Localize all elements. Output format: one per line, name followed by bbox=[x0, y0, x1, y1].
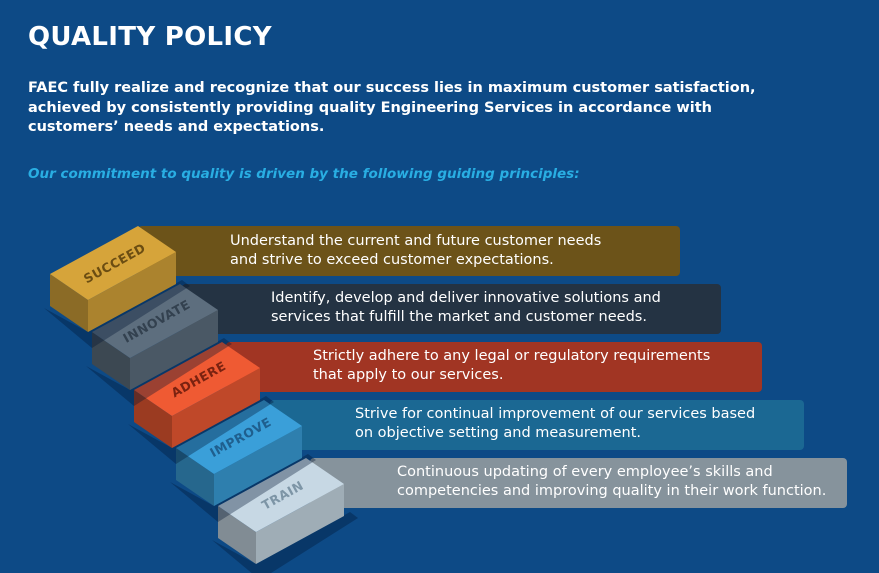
principles-subtitle: Our commitment to quality is driven by t… bbox=[28, 166, 580, 182]
principle-text-line: Understand the current and future custom… bbox=[230, 233, 602, 249]
step-side-face bbox=[218, 506, 256, 564]
step-side-face bbox=[134, 390, 172, 448]
step-front-face bbox=[256, 484, 344, 564]
step-shadow bbox=[44, 280, 190, 348]
step-top-face bbox=[218, 458, 344, 532]
principle-text-line: competencies and improving quality in th… bbox=[397, 483, 827, 499]
step-side-face bbox=[176, 448, 214, 506]
step-side-face bbox=[50, 274, 88, 332]
page-title: QUALITY POLICY bbox=[28, 22, 272, 52]
principle-bar-succeed: Understand the current and future custom… bbox=[138, 226, 680, 276]
step-front-face bbox=[88, 252, 176, 332]
principle-text-line: and strive to exceed customer expectatio… bbox=[230, 252, 554, 268]
principle-text-line: that apply to our services. bbox=[313, 367, 504, 383]
step-front-face bbox=[214, 426, 302, 506]
principle-text-line: Strictly adhere to any legal or regulato… bbox=[313, 348, 711, 364]
principle-text-line: on objective setting and measurement. bbox=[355, 425, 642, 441]
principle-bar-improve: Strive for continual improvement of our … bbox=[270, 400, 804, 450]
step-shadow bbox=[170, 454, 316, 522]
step-top-face bbox=[92, 284, 218, 358]
step-top-face bbox=[176, 400, 302, 474]
step-shadow bbox=[212, 512, 358, 573]
intro-paragraph: FAEC fully realize and recognize that ou… bbox=[28, 80, 756, 135]
principle-text-line: services that fulfill the market and cus… bbox=[271, 309, 647, 325]
principle-text-line: Strive for continual improvement of our … bbox=[355, 406, 756, 422]
step-shadow bbox=[128, 396, 274, 464]
step-front-face bbox=[130, 310, 218, 390]
principle-bar-adhere: Strictly adhere to any legal or regulato… bbox=[226, 342, 762, 392]
step-top-face bbox=[50, 226, 176, 300]
step-front-face bbox=[172, 368, 260, 448]
principle-bar-innovate: Identify, develop and deliver innovative… bbox=[182, 284, 721, 334]
step-top-face bbox=[134, 342, 260, 416]
step-shadow bbox=[86, 338, 232, 406]
step-side-face bbox=[92, 332, 130, 390]
principle-text-line: Continuous updating of every employee’s … bbox=[397, 464, 773, 480]
principle-bar-train: Continuous updating of every employee’s … bbox=[310, 458, 847, 508]
principle-text-line: Identify, develop and deliver innovative… bbox=[271, 290, 661, 306]
